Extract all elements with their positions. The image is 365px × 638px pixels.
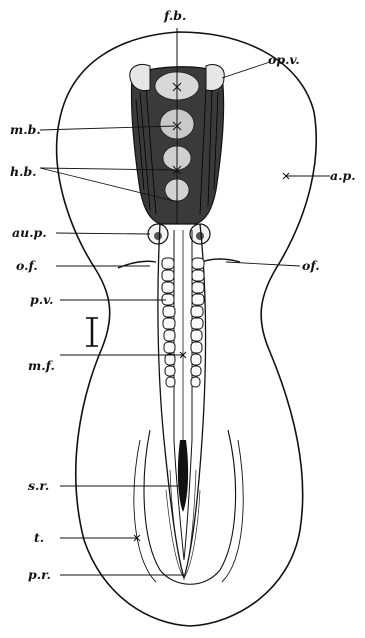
label-mf: m.f.: [28, 358, 55, 373]
label-pv: p.v.: [30, 292, 53, 307]
label-of-right: of.: [302, 258, 320, 273]
sinus-rhomboidalis: [178, 440, 188, 512]
label-hb: h.b.: [10, 164, 37, 179]
label-t: t.: [34, 530, 44, 545]
vitelline-vein-right: [202, 259, 240, 262]
scale-bar: [86, 318, 98, 346]
inner-area-outline: [144, 430, 236, 584]
vitelline-vein-left: [118, 261, 156, 268]
label-pr: p.r.: [28, 567, 51, 582]
label-of-left: o.f.: [16, 258, 38, 273]
optic-vesicle-right: [206, 65, 224, 91]
somites-right: [191, 258, 204, 387]
label-fb: f.b.: [163, 8, 186, 23]
label-ap: a.p.: [330, 168, 356, 183]
label-aup: au.p.: [12, 225, 47, 240]
label-opv: op.v.: [268, 52, 300, 67]
label-mb: m.b.: [10, 122, 41, 137]
somites-left: [162, 258, 175, 387]
label-sr: s.r.: [28, 478, 49, 493]
